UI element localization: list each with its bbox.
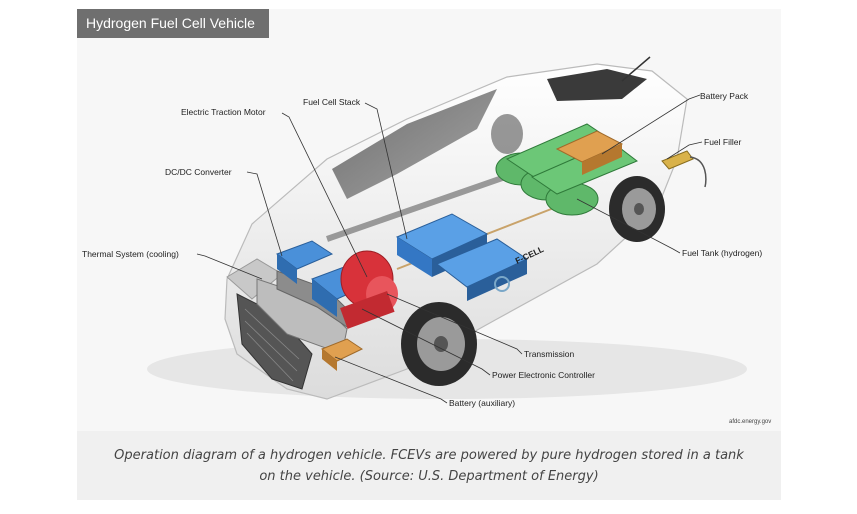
- rear-spoiler: [547, 69, 647, 101]
- label-thermal-system: Thermal System (cooling): [82, 249, 179, 259]
- front-wheel: [401, 302, 477, 386]
- figure: F-CELL Electric Traction Motor Fuel Cell…: [77, 9, 781, 500]
- figure-caption: Operation diagram of a hydrogen vehicle.…: [77, 431, 781, 500]
- dc-dc-converter-module: [275, 240, 334, 284]
- electric-traction-motor: [340, 250, 398, 329]
- vehicle-diagram: F-CELL Electric Traction Motor Fuel Cell…: [77, 9, 781, 431]
- rear-wheel: [609, 176, 665, 242]
- label-electric-traction-motor: Electric Traction Motor: [181, 107, 266, 117]
- label-fuel-filler: Fuel Filler: [704, 137, 741, 147]
- label-dc-dc-converter: DC/DC Converter: [165, 167, 232, 177]
- figure-title: Hydrogen Fuel Cell Vehicle: [77, 9, 269, 38]
- label-fuel-tank: Fuel Tank (hydrogen): [682, 248, 762, 258]
- label-battery-auxiliary: Battery (auxiliary): [449, 398, 515, 408]
- auxiliary-battery: [321, 338, 364, 371]
- antenna: [621, 56, 651, 82]
- badge-logo: [494, 276, 510, 292]
- label-power-electronic-controller: Power Electronic Controller: [492, 370, 595, 380]
- battery-pack: [555, 130, 624, 175]
- leader-lines: [196, 94, 703, 404]
- fuel-filler-nozzle: [661, 150, 707, 188]
- windshield: [332, 89, 497, 199]
- car-illustration: F-CELL Electric Traction Motor Fuel Cell…: [82, 56, 771, 425]
- label-transmission: Transmission: [524, 349, 574, 359]
- rear-wheel-far: [491, 114, 523, 154]
- label-fuel-cell-stack: Fuel Cell Stack: [303, 97, 361, 107]
- image-credit: afdc.energy.gov: [729, 419, 771, 425]
- label-battery-pack: Battery Pack: [700, 91, 749, 101]
